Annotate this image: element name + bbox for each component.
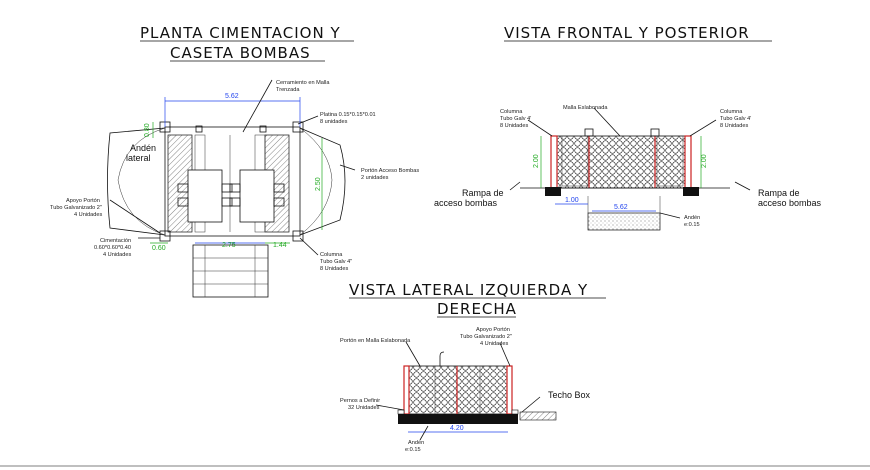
side-techo-box [519,411,557,421]
side-anden-label-2: e:0.15 [405,447,421,453]
plan-apoyo-label-2: Tubo Galvanizado 2" [50,205,102,211]
cimentacion-label-1: Cimentación [100,238,131,244]
front-dim-height-left: 2.00 [533,154,540,168]
front-footing-left [545,187,561,196]
plan-apoyo-label-1: Apoyo Portón [66,198,100,204]
plan-columna-label-1: Columna [320,252,343,258]
plan-columna-label-2: Tubo Galv 4" [320,259,352,265]
front-columna-left-3: 8 Unidades [500,123,529,129]
front-columna-left-2: Tubo Galv 4' [500,116,531,122]
plan-title-line1: PLANTA CIMENTACION Y [140,24,341,42]
platina-label-2: 8 unidades [320,119,348,125]
plan-dim-right-side: 2.50 [315,177,322,191]
plan-anden-label-2: lateral [126,153,151,163]
plan-dim-bottom-mid: 2.75 [222,242,236,249]
front-malla-label: Malla Eslabonada [563,105,608,111]
front-columna-right-1: Columna [720,109,743,115]
front-anden-label-1: Andén [684,215,700,221]
platina-label-1: Platina 0.15*0.15*0.01 [320,112,376,118]
cimentacion-label-2: 0.60*0.60*0.40 [94,245,131,251]
front-mesh-fence [550,135,692,189]
plan-title-line2: CASETA BOMBAS [170,44,311,62]
plan-anden-label-1: Andén [130,143,156,153]
side-apoyo-label-3: 4 Unidades [480,341,509,347]
front-columna-left-1: Columna [500,109,523,115]
front-rampa-right-1: Rampa de [758,188,800,198]
front-anden-label-2: e:0.15 [684,222,700,228]
plan-dim-left-side: 0.80 [144,123,151,137]
plan-dim-bottom-right: 1.44 [273,242,287,249]
right-gate-swing [299,127,333,236]
side-pernos-label-2: 32 Unidades [348,405,380,411]
front-rampa-left-1: Rampa de [462,188,504,198]
side-slab [398,414,518,424]
plan-outer-frame [164,126,301,237]
side-view-title-line2: DERECHA [437,300,517,318]
front-rampa-left-2: acceso bombas [434,198,498,208]
left-gate-swing [117,127,166,236]
plan-view: 5.62 0.80 2.50 2.75 1.44 0.60 Cerramient… [50,79,419,298]
cimentacion-label-3: 4 Unidades [103,252,132,258]
plan-dim-bottom-left: 0.60 [152,245,166,252]
side-techo-label: Techo Box [548,390,591,400]
front-columna-right-3: 8 Unidades [720,123,749,129]
pump-right [229,169,285,223]
front-columna-right-2: Tubo Galv 4' [720,116,751,122]
front-dim-side: 1.00 [565,197,579,204]
side-view: 4.20 Portón en Malla Eslabonada Apoyo Po… [340,327,591,453]
side-apoyo-label-2: Tubo Galvanizado 2" [460,334,512,340]
left-wing-outline [107,127,166,236]
front-view-title: VISTA FRONTAL Y POSTERIOR [504,24,750,42]
front-footing-right [683,187,699,196]
side-anden-label-1: Andén [408,440,424,446]
side-dim-width: 4.20 [450,425,464,432]
front-view: 5.62 1.00 2.00 2.00 Malla Eslabonada Col… [434,105,822,231]
plan-columna-label-3: 8 Unidades [320,266,349,272]
right-wing-outline [299,127,346,236]
front-rampa-right-2: acceso bombas [758,198,822,208]
cerramiento-label-1: Cerramiento en Malla [276,80,330,86]
plan-apoyo-label-3: 4 Unidades [74,212,103,218]
cerramiento-label-2: Trenzada [276,87,300,93]
side-porton-label: Portón en Malla Eslabonada [340,338,411,344]
plan-dim-top: 5.62 [225,93,239,100]
front-dim-width: 5.62 [614,204,628,211]
side-view-title-line1: VISTA LATERAL IZQUIERDA Y [349,281,588,299]
side-pernos-label-1: Pernos a Definir [340,398,380,404]
side-apoyo-label-1: Apoyo Portón [476,327,510,333]
side-mesh-fence [403,365,513,415]
front-dim-height-right: 2.00 [701,154,708,168]
porton-label-1: Portón Acceso Bombas [361,168,419,174]
front-anden-slab [587,212,661,231]
porton-label-2: 2 unidades [361,175,389,181]
pump-left [177,169,233,223]
